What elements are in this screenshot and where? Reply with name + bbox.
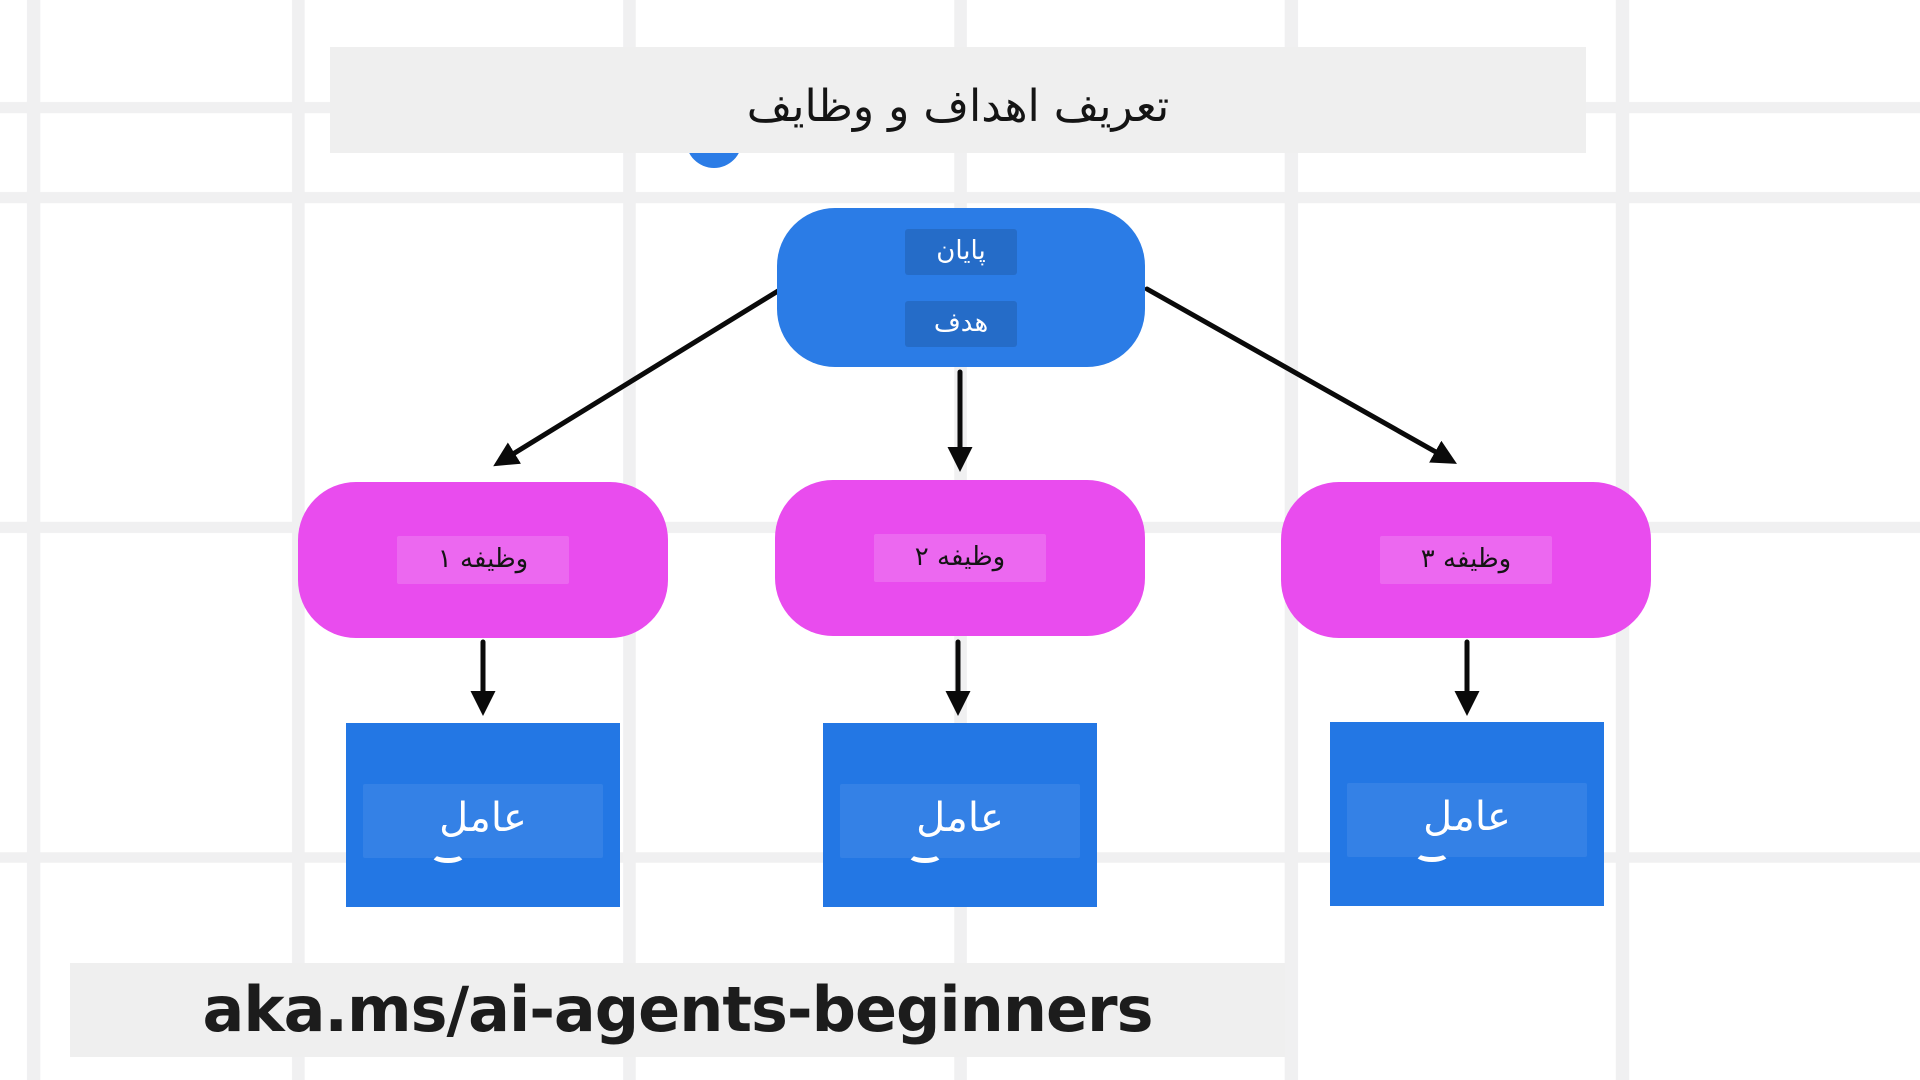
agent-node-3-handle-arc xyxy=(1414,844,1450,862)
agent-node-2-label: عامل xyxy=(916,795,1004,841)
goal-node-chip-goal: هدف xyxy=(905,300,1017,347)
task-node-3-label: وظیفه ۳ xyxy=(1380,536,1552,584)
page-title: تعریف اهداف و وظایف xyxy=(746,81,1170,132)
footer-url-text: aka.ms/ai-agents-beginners xyxy=(202,973,1154,1046)
goal-node-chip-end: پایان xyxy=(905,228,1017,275)
agent-node-3: عامل xyxy=(1330,722,1604,906)
task-node-1: وظیفه ۱ xyxy=(298,482,668,638)
task-node-1-label: وظیفه ۱ xyxy=(397,536,569,584)
task-node-2: وظیفه ۲ xyxy=(775,480,1145,636)
footer-bar: aka.ms/ai-agents-beginners xyxy=(70,963,1285,1057)
goal-node: پایان هدف xyxy=(777,208,1145,367)
title-bar: تعریف اهداف و وظایف xyxy=(330,47,1586,153)
arrow-goal-to-task3 xyxy=(1144,286,1457,464)
agent-node-2-handle-arc xyxy=(907,845,943,863)
task-node-2-label: وظیفه ۲ xyxy=(874,534,1046,582)
agent-node-2-panel: عامل xyxy=(840,784,1080,858)
agent-node-1-label: عامل xyxy=(439,795,527,841)
arrow-goal-to-task1 xyxy=(493,288,781,467)
agent-node-1-panel: عامل xyxy=(363,784,603,858)
agent-node-1-handle-arc xyxy=(430,845,466,863)
agent-node-3-panel: عامل xyxy=(1347,783,1587,857)
agent-node-1: عامل xyxy=(346,723,620,907)
task-node-3: وظیفه ۳ xyxy=(1281,482,1651,638)
agent-node-2: عامل xyxy=(823,723,1097,907)
agent-node-3-label: عامل xyxy=(1423,794,1511,840)
